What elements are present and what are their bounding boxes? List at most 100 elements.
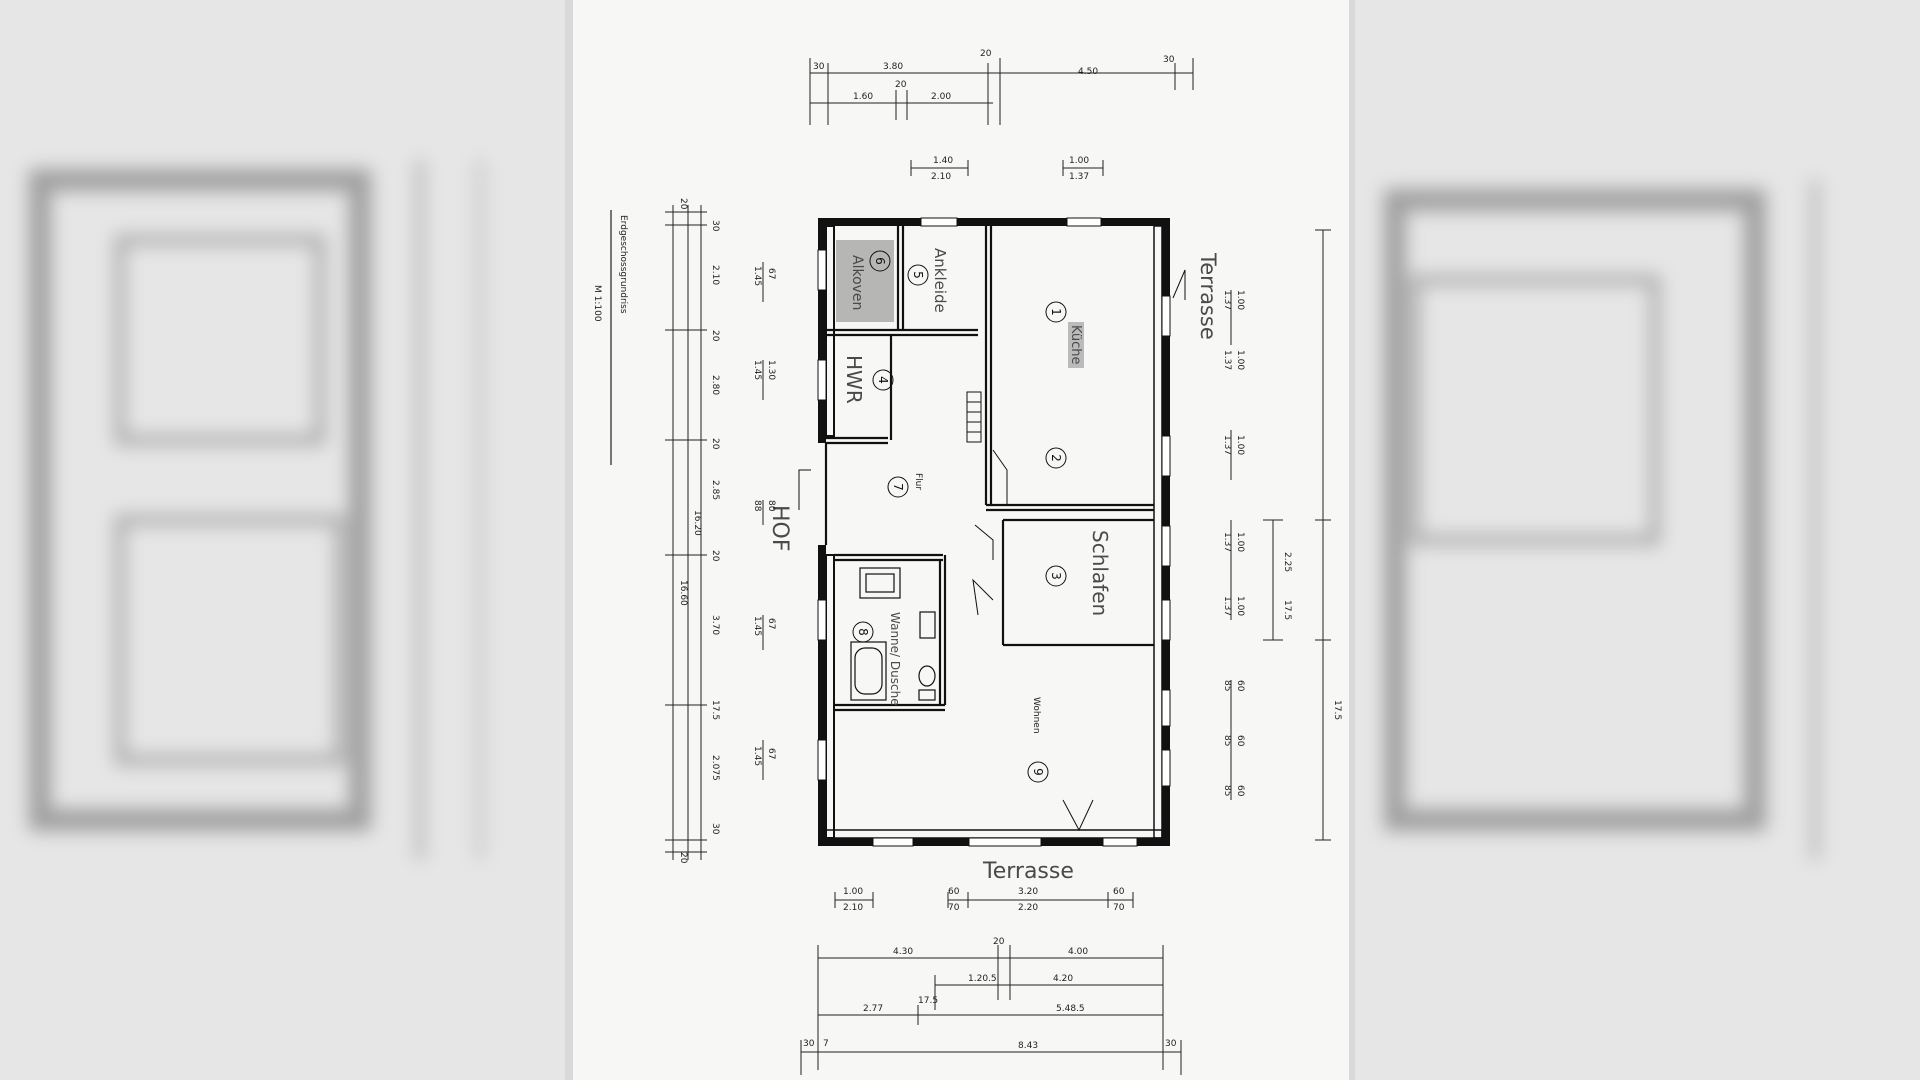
label-hof: HOF — [767, 505, 792, 552]
svg-text:30: 30 — [710, 220, 720, 232]
floor-plan-drawing: Erdgeschossgrundriss M 1:100 — [592, 49, 1342, 1075]
svg-text:88: 88 — [752, 500, 762, 512]
svg-text:60: 60 — [1235, 680, 1245, 692]
svg-text:1.45: 1.45 — [752, 360, 762, 380]
svg-text:4.20: 4.20 — [1053, 974, 1073, 984]
label-terrasse-bottom: Terrasse — [982, 859, 1074, 884]
svg-text:4: 4 — [876, 376, 890, 384]
svg-text:67: 67 — [766, 618, 776, 629]
room-4-marker: 4 — [872, 369, 894, 391]
top-dimension-chains — [809, 58, 1194, 176]
room-7-marker: 7 — [887, 476, 909, 498]
right-dimension-chains — [1230, 229, 1331, 841]
room-9-marker: 9 — [1027, 761, 1049, 783]
room-label-schlafen: Schlafen — [1088, 530, 1112, 616]
svg-text:85: 85 — [1222, 785, 1232, 796]
drawing-scale: M 1:100 — [592, 285, 602, 322]
svg-text:20: 20 — [678, 852, 688, 864]
room-2-marker: 2 — [1045, 447, 1067, 469]
svg-text:5: 5 — [911, 271, 925, 279]
svg-text:1.37: 1.37 — [1222, 532, 1232, 552]
svg-text:4.50: 4.50 — [1078, 67, 1098, 77]
svg-text:3.70: 3.70 — [710, 615, 720, 635]
svg-text:2.075: 2.075 — [710, 755, 720, 781]
svg-text:4.30: 4.30 — [893, 947, 913, 957]
svg-text:1.00: 1.00 — [1235, 596, 1245, 616]
svg-text:20: 20 — [895, 80, 907, 90]
room-markers: 1 2 3 4 5 6 7 — [852, 250, 1067, 783]
svg-text:2.80: 2.80 — [710, 375, 720, 395]
svg-text:1.60: 1.60 — [853, 92, 873, 102]
svg-text:9: 9 — [1031, 768, 1045, 776]
svg-text:1.37: 1.37 — [1069, 172, 1089, 182]
bottom-dimension-chains — [800, 892, 1182, 1075]
room-6-marker: 6 — [869, 250, 891, 272]
svg-text:7: 7 — [891, 483, 905, 491]
svg-text:2: 2 — [1049, 454, 1063, 462]
svg-text:67: 67 — [766, 268, 776, 279]
svg-text:1.40: 1.40 — [933, 156, 953, 166]
svg-text:8: 8 — [856, 628, 870, 636]
room-3-marker: 3 — [1045, 565, 1067, 587]
svg-text:30: 30 — [710, 823, 720, 835]
svg-text:1: 1 — [1049, 308, 1063, 316]
svg-text:17.5: 17.5 — [1332, 700, 1342, 720]
svg-text:20: 20 — [710, 330, 720, 342]
alkoven-area — [836, 240, 894, 322]
svg-text:1.37: 1.37 — [1222, 435, 1232, 455]
svg-text:1.30: 1.30 — [766, 360, 776, 380]
svg-text:67: 67 — [766, 748, 776, 759]
svg-text:80: 80 — [766, 500, 776, 512]
svg-text:1.20.5: 1.20.5 — [968, 974, 997, 984]
blurred-background-right — [1355, 0, 1920, 1080]
svg-text:16.20: 16.20 — [692, 510, 702, 536]
svg-text:1.45: 1.45 — [752, 266, 762, 286]
svg-text:20: 20 — [993, 937, 1005, 947]
svg-text:5.48.5: 5.48.5 — [1056, 1004, 1085, 1014]
inner-walls — [824, 226, 1154, 712]
svg-text:30: 30 — [813, 62, 825, 72]
svg-text:2.10: 2.10 — [931, 172, 951, 182]
label-terrasse-right: Terrasse — [1196, 252, 1220, 340]
svg-text:30: 30 — [1165, 1039, 1177, 1049]
svg-text:1.37: 1.37 — [1222, 350, 1232, 370]
svg-text:60: 60 — [948, 887, 960, 897]
svg-text:3.80: 3.80 — [883, 62, 903, 72]
svg-text:1.00: 1.00 — [843, 887, 863, 897]
bathroom-fixtures — [850, 567, 936, 701]
svg-text:1.45: 1.45 — [752, 616, 762, 636]
svg-text:3.20: 3.20 — [1018, 887, 1038, 897]
stairs-detail — [966, 391, 982, 443]
left-dimension-values: 20 30 2.10 20 2.80 20 2.85 20 3.70 17.5 … — [678, 198, 776, 864]
left-dimension-chains — [665, 205, 764, 860]
kitchen-label-highlight — [1068, 322, 1084, 368]
svg-text:17.5: 17.5 — [710, 700, 720, 720]
door-swings — [798, 269, 1186, 832]
room-label-wohnen: Wohnen — [1031, 697, 1041, 734]
svg-text:2.77: 2.77 — [863, 1004, 883, 1014]
svg-text:85: 85 — [1222, 735, 1232, 746]
svg-text:20: 20 — [710, 438, 720, 450]
svg-text:1.00: 1.00 — [1235, 290, 1245, 310]
room-label-flur: Flur — [913, 473, 923, 490]
svg-text:20: 20 — [980, 49, 992, 59]
top-dimension-values: 30 3.80 20 4.50 30 1.60 20 2.00 1.40 2.1… — [813, 49, 1175, 182]
room-label-hwr: HWR — [842, 355, 866, 404]
svg-text:6: 6 — [873, 257, 887, 265]
svg-text:2.10: 2.10 — [843, 903, 863, 913]
svg-text:2.25: 2.25 — [1282, 552, 1292, 572]
room-label-kueche: Küche — [1068, 325, 1083, 365]
svg-text:1.37: 1.37 — [1222, 596, 1232, 616]
svg-text:1.00: 1.00 — [1069, 156, 1089, 166]
svg-text:2.20: 2.20 — [1018, 903, 1038, 913]
room-1-marker: 1 — [1045, 301, 1067, 323]
bottom-dimension-values: 1.00 2.10 60 70 3.20 2.20 60 70 4.30 20 … — [803, 887, 1177, 1051]
svg-text:20: 20 — [710, 550, 720, 562]
svg-text:60: 60 — [1113, 887, 1125, 897]
svg-text:1.00: 1.00 — [1235, 350, 1245, 370]
svg-text:20: 20 — [678, 198, 688, 210]
svg-text:3: 3 — [1049, 572, 1063, 580]
svg-text:1.45: 1.45 — [752, 746, 762, 766]
svg-text:70: 70 — [948, 903, 960, 913]
svg-text:8.43: 8.43 — [1018, 1041, 1038, 1051]
